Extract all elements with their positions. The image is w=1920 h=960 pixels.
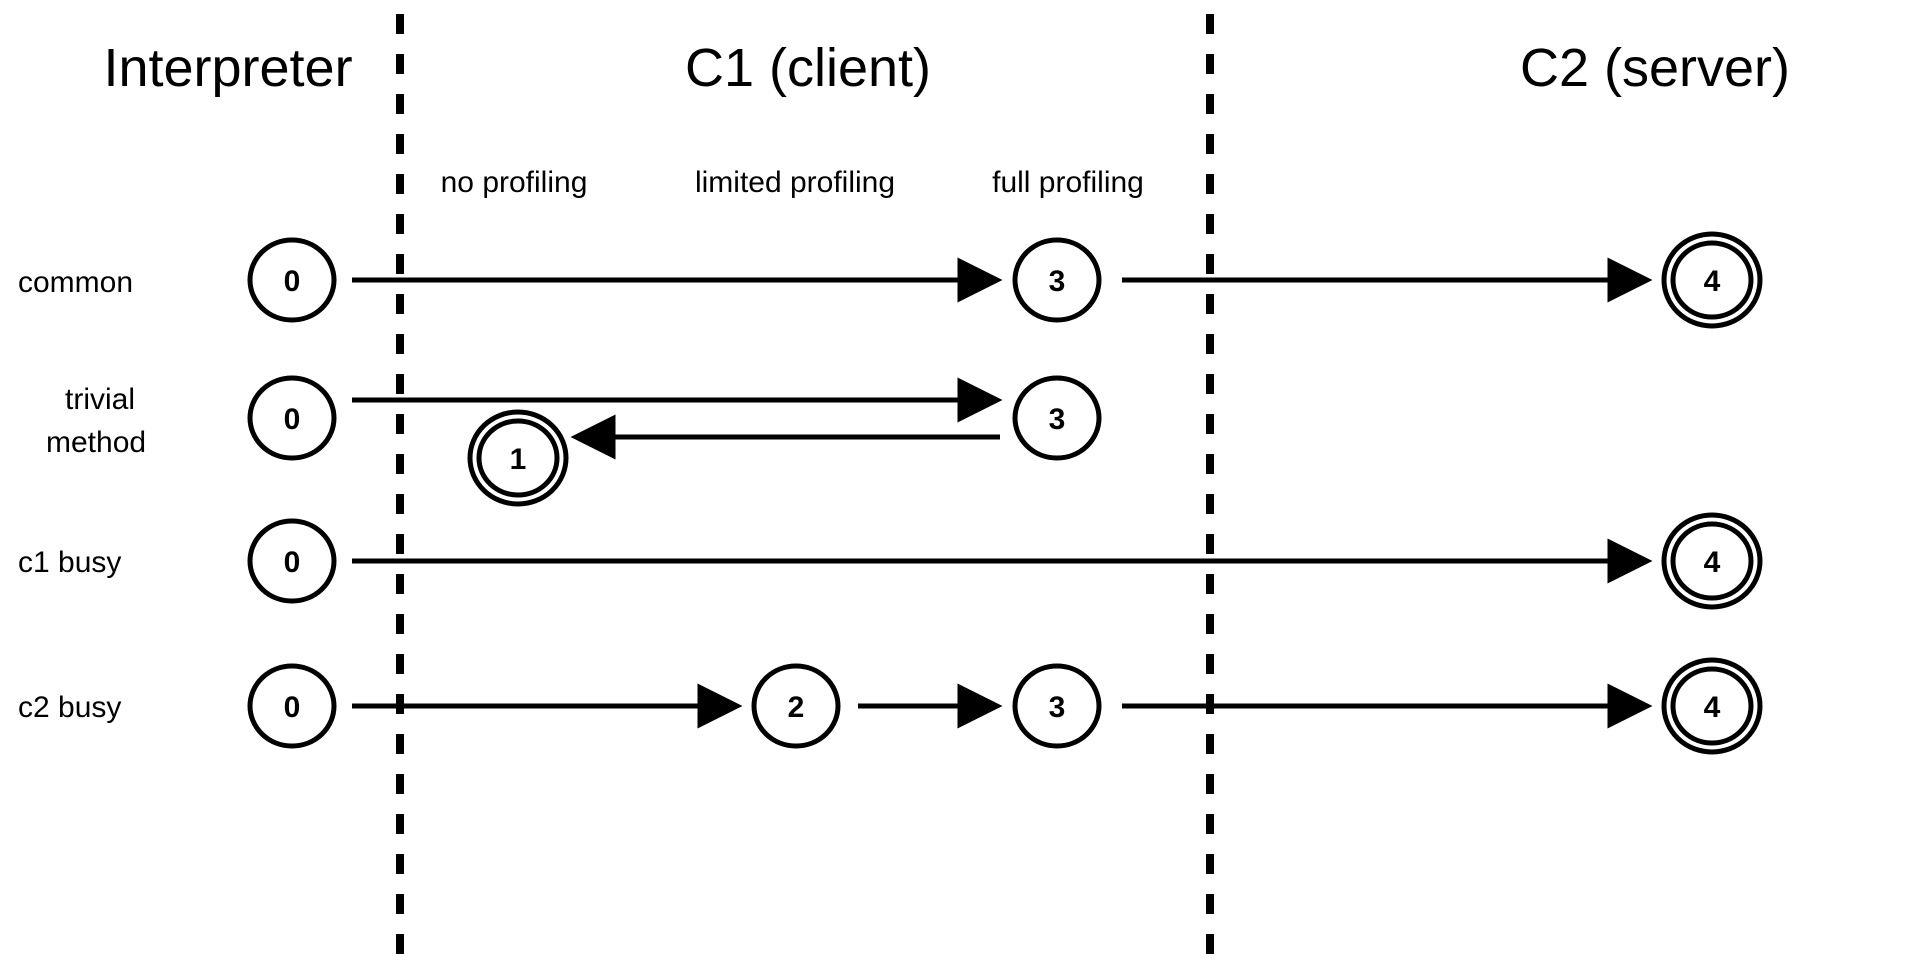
row-label-common: common <box>18 266 133 299</box>
row-label-trivial-method-line1: trivial <box>65 383 135 416</box>
node-c2busy-4-accepting: 4 <box>1661 657 1763 755</box>
node-label: 4 <box>1704 265 1721 298</box>
node-c2busy-0: 0 <box>247 663 337 749</box>
node-label: 1 <box>510 443 527 476</box>
sub-label-limited-profiling: limited profiling <box>695 166 895 199</box>
node-trivial-3: 3 <box>1012 375 1102 461</box>
node-trivial-1-accepting: 1 <box>467 409 569 507</box>
sub-label-full-profiling: full profiling <box>992 166 1144 199</box>
sub-label-no-profiling: no profiling <box>441 166 588 199</box>
node-label: 3 <box>1049 691 1066 724</box>
node-label: 0 <box>284 546 301 579</box>
node-label: 0 <box>284 403 301 436</box>
row-label-trivial-method-line2: method <box>46 426 146 459</box>
node-common-4-accepting: 4 <box>1661 231 1763 329</box>
row-c1-busy: c1 busy 0 4 <box>18 512 1763 610</box>
row-label-c1-busy: c1 busy <box>18 546 121 579</box>
row-common: common 0 3 4 <box>18 231 1763 329</box>
row-c2-busy: c2 busy 0 2 3 4 <box>18 657 1763 755</box>
node-label: 4 <box>1704 546 1721 579</box>
node-c1busy-0: 0 <box>247 518 337 604</box>
node-label: 3 <box>1049 265 1066 298</box>
row-label-c2-busy: c2 busy <box>18 691 121 724</box>
column-title-interpreter: Interpreter <box>103 38 352 98</box>
node-label: 2 <box>788 691 805 724</box>
node-label: 0 <box>284 691 301 724</box>
column-titles: Interpreter C1 (client) C2 (server) <box>103 38 1790 98</box>
node-trivial-0: 0 <box>247 375 337 461</box>
node-label: 0 <box>284 265 301 298</box>
column-title-c2-server: C2 (server) <box>1520 38 1790 98</box>
row-trivial-method: trivial method 0 1 3 <box>46 375 1102 507</box>
node-common-3: 3 <box>1012 237 1102 323</box>
node-c2busy-2: 2 <box>751 663 841 749</box>
node-common-0: 0 <box>247 237 337 323</box>
node-c1busy-4-accepting: 4 <box>1661 512 1763 610</box>
node-c2busy-3: 3 <box>1012 663 1102 749</box>
column-title-c1-client: C1 (client) <box>685 38 931 98</box>
node-label: 3 <box>1049 403 1066 436</box>
node-label: 4 <box>1704 691 1721 724</box>
profiling-sub-labels: no profiling limited profiling full prof… <box>441 166 1144 199</box>
